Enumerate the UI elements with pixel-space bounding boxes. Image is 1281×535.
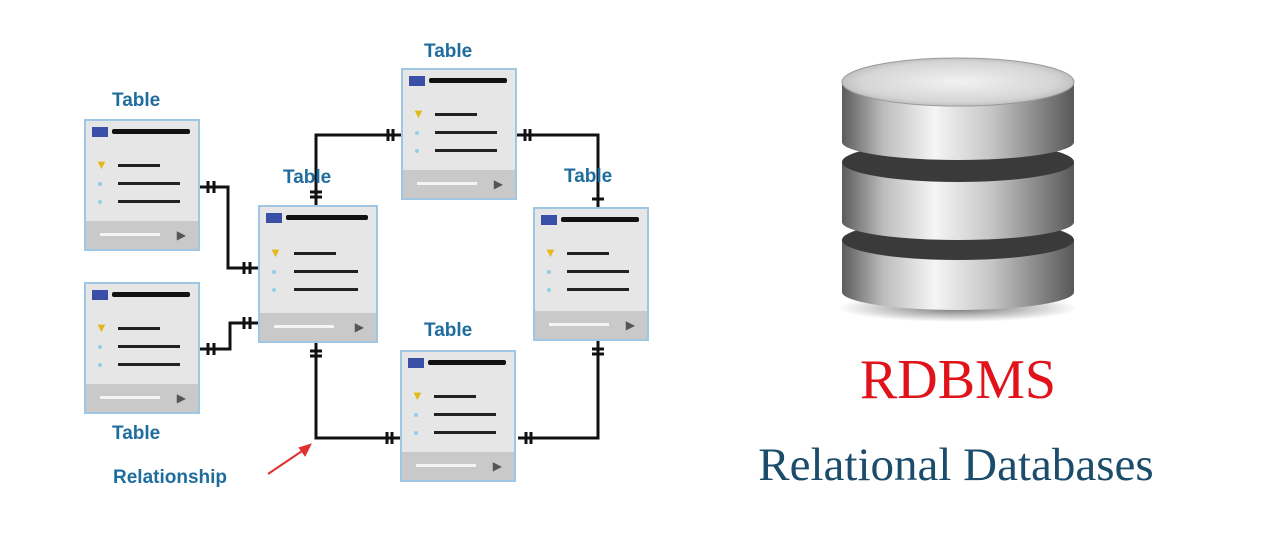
table-box: ▼ ▶ xyxy=(400,350,516,482)
field-dot-icon xyxy=(547,270,551,274)
play-arrow-icon: ▶ xyxy=(625,318,635,332)
table-icon xyxy=(541,215,557,225)
primary-key-icon: ▼ xyxy=(411,388,424,403)
field-dot-icon xyxy=(272,270,276,274)
relationship-label: Relationship xyxy=(113,467,228,488)
field-dot-icon xyxy=(414,431,418,435)
table-label: Table xyxy=(112,90,161,111)
primary-key-icon: ▼ xyxy=(544,245,557,260)
table-icon xyxy=(92,127,108,137)
primary-key-icon: ▼ xyxy=(95,157,108,172)
table-label: Table xyxy=(283,167,332,188)
table-label: Table xyxy=(112,423,161,444)
play-arrow-icon: ▶ xyxy=(176,228,186,242)
play-arrow-icon: ▶ xyxy=(176,391,186,405)
primary-key-icon: ▼ xyxy=(269,245,282,260)
primary-key-icon: ▼ xyxy=(412,106,425,121)
relational-databases-subtitle: Relational Databases xyxy=(758,439,1154,491)
play-arrow-icon: ▶ xyxy=(493,177,503,191)
table-icon xyxy=(92,290,108,300)
field-dot-icon xyxy=(98,200,102,204)
primary-key-icon: ▼ xyxy=(95,320,108,335)
table-label: Table xyxy=(424,41,473,62)
play-arrow-icon: ▶ xyxy=(354,320,364,334)
field-dot-icon xyxy=(98,182,102,186)
table-icon xyxy=(408,358,424,368)
table-box: ▼ ▶ xyxy=(258,205,378,343)
table-box: ▼ ▶ xyxy=(533,207,649,341)
play-arrow-icon: ▶ xyxy=(492,459,502,473)
rdbms-title: RDBMS xyxy=(859,349,1057,411)
table-label: Table xyxy=(424,320,473,341)
field-dot-icon xyxy=(547,288,551,292)
field-dot-icon xyxy=(98,363,102,367)
field-dot-icon xyxy=(414,413,418,417)
table-box: ▼ ▶ xyxy=(84,282,200,414)
field-dot-icon xyxy=(415,131,419,135)
field-dot-icon xyxy=(272,288,276,292)
field-dot-icon xyxy=(415,149,419,153)
table-icon xyxy=(266,213,282,223)
database-cylinder-icon xyxy=(838,57,1078,322)
table-icon xyxy=(409,76,425,86)
field-dot-icon xyxy=(98,345,102,349)
table-box: ▼ ▶ xyxy=(401,68,517,200)
table-label: Table xyxy=(564,166,613,187)
table-box: ▼ ▶ xyxy=(84,119,200,251)
